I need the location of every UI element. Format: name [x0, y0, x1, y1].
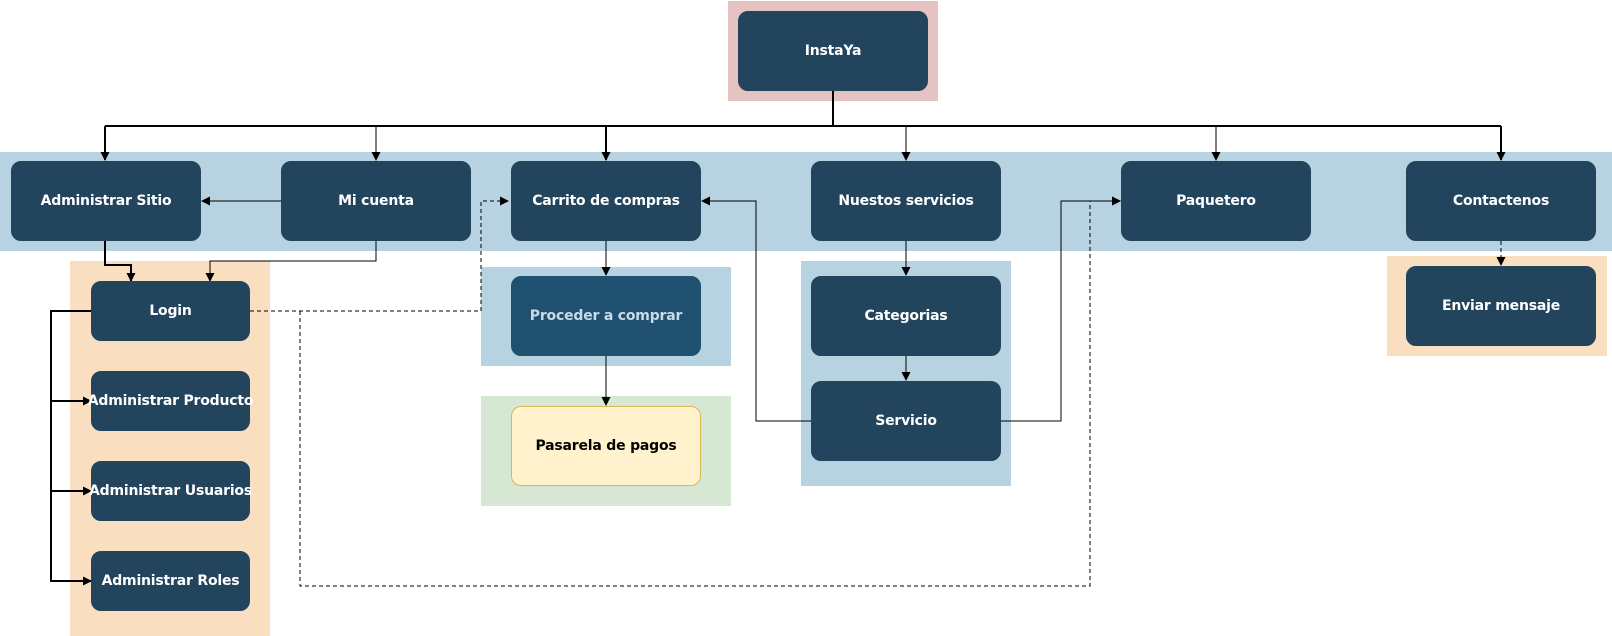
node-pasarela-de-pagos[interactable]: Pasarela de pagos [511, 406, 701, 486]
node-enviar-mensaje[interactable]: Enviar mensaje [1406, 266, 1596, 346]
node-paquetero[interactable]: Paquetero [1121, 161, 1311, 241]
node-mi-cuenta[interactable]: Mi cuenta [281, 161, 471, 241]
node-administrar-usuarios[interactable]: Administrar Usuarios [89, 461, 252, 521]
node-servicio[interactable]: Servicio [811, 381, 1001, 461]
node-login[interactable]: Login [91, 281, 250, 341]
node-proceder-a-comprar[interactable]: Proceder a comprar [511, 276, 701, 356]
node-nuestos-servicios[interactable]: Nuestos servicios [811, 161, 1001, 241]
node-categorias[interactable]: Categorias [811, 276, 1001, 356]
node-administrar-roles[interactable]: Administrar Roles [91, 551, 250, 611]
node-contactenos[interactable]: Contactenos [1406, 161, 1596, 241]
node-administrar-sitio[interactable]: Administrar Sitio [11, 161, 201, 241]
node-administrar-producto[interactable]: Administrar Producto [88, 371, 253, 431]
node-instaya[interactable]: InstaYa [738, 11, 928, 91]
node-carrito-de-compras[interactable]: Carrito de compras [511, 161, 701, 241]
